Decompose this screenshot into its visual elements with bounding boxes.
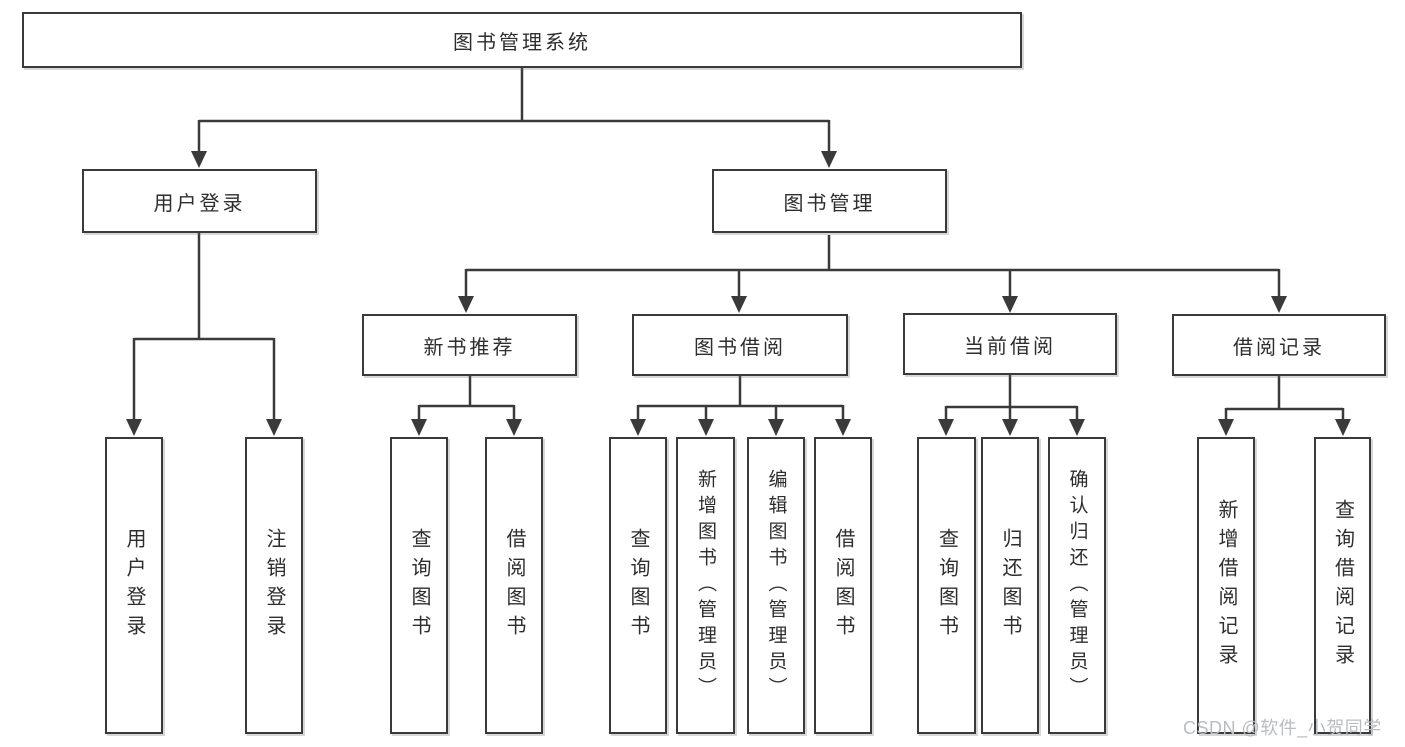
node-root-label: 图书管理系统 <box>453 31 591 54</box>
node-book-borrowing: 图书借阅 <box>632 314 848 376</box>
leaf-query-books-recommend-label: 查询图书 <box>408 527 430 644</box>
node-new-book-recommend-label: 新书推荐 <box>423 336 516 359</box>
leaf-borrow-books: 借阅图书 <box>814 437 872 734</box>
leaf-user-login-label: 用户登录 <box>123 527 145 644</box>
leaf-add-borrow-record: 新增借阅记录 <box>1197 437 1255 734</box>
node-current-borrowing: 当前借阅 <box>903 313 1117 375</box>
leaf-logout: 注销登录 <box>245 437 303 734</box>
leaf-confirm-return-admin: 确认归还（管理员） <box>1048 437 1106 734</box>
leaf-query-borrow-record-label: 查询借阅记录 <box>1331 498 1354 673</box>
node-book-management: 图书管理 <box>712 169 947 233</box>
leaf-borrow-books-recommend-label: 借阅图书 <box>503 527 525 644</box>
leaf-query-borrow-record: 查询借阅记录 <box>1314 437 1371 734</box>
leaf-confirm-return-admin-label: 确认归还（管理员） <box>1066 468 1088 703</box>
node-borrow-records-label: 借阅记录 <box>1233 336 1325 359</box>
leaf-query-books-borrowing: 查询图书 <box>609 437 667 734</box>
leaf-add-borrow-record-label: 新增借阅记录 <box>1215 498 1237 673</box>
node-user-login-label: 用户登录 <box>153 192 246 215</box>
leaf-return-books: 归还图书 <box>981 437 1039 734</box>
node-user-login: 用户登录 <box>82 169 317 233</box>
leaf-add-books-admin: 新增图书（管理员） <box>676 437 735 734</box>
leaf-query-books-recommend: 查询图书 <box>390 437 448 734</box>
node-book-borrowing-label: 图书借阅 <box>694 336 786 359</box>
node-current-borrowing-label: 当前借阅 <box>964 335 1056 358</box>
leaf-borrow-books-label: 借阅图书 <box>832 527 854 644</box>
leaf-return-books-label: 归还图书 <box>999 527 1021 644</box>
arrowheads <box>126 151 1351 436</box>
leaf-logout-label: 注销登录 <box>263 527 285 644</box>
node-root: 图书管理系统 <box>22 12 1022 68</box>
leaf-query-books-current-label: 查询图书 <box>935 527 958 644</box>
leaf-user-login: 用户登录 <box>105 437 163 734</box>
csdn-watermark: CSDN @软件_小贺同学 <box>1183 718 1382 738</box>
node-borrow-records: 借阅记录 <box>1172 314 1386 376</box>
leaf-borrow-books-recommend: 借阅图书 <box>485 437 543 734</box>
leaf-query-books-current: 查询图书 <box>917 437 976 734</box>
leaf-edit-books-admin-label: 编辑图书（管理员） <box>765 468 787 703</box>
leaf-add-books-admin-label: 新增图书（管理员） <box>695 468 716 703</box>
node-new-book-recommend: 新书推荐 <box>362 314 577 376</box>
node-book-management-label: 图书管理 <box>783 192 876 215</box>
leaf-edit-books-admin: 编辑图书（管理员） <box>747 437 805 734</box>
leaf-query-books-borrowing-label: 查询图书 <box>627 527 649 644</box>
